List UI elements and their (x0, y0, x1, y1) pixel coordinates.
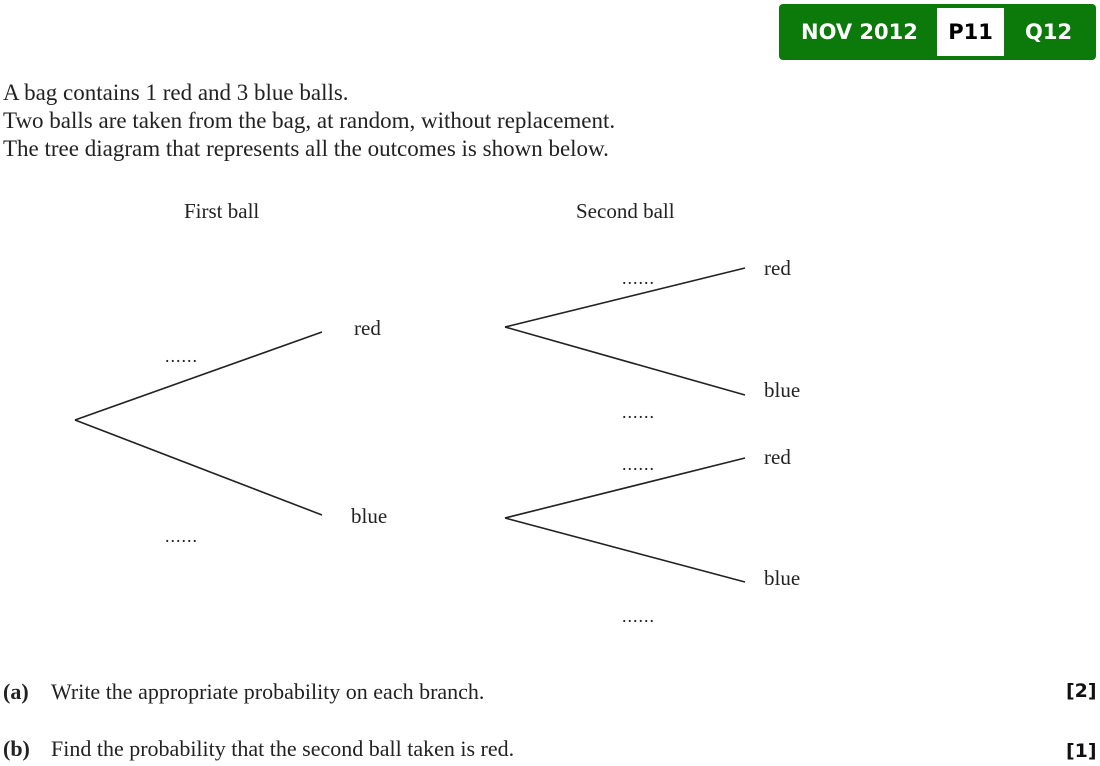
first-red-label: red (354, 316, 381, 340)
branch-red-blue (504, 326, 746, 396)
question-a-part: (a) (3, 679, 29, 704)
first-blue-label: blue (351, 504, 388, 528)
question-b-marks: [1] (1066, 740, 1097, 762)
second-red-blue-prob[interactable]: ...... (622, 402, 655, 422)
question-a-text: Write the appropriate probability on eac… (51, 679, 485, 704)
intro-line-3: The tree diagram that represents all the… (3, 136, 609, 161)
paper-label: P11 (937, 8, 1004, 56)
question-reference-badge: NOV 2012 P11 Q12 (779, 4, 1096, 60)
branch-first-blue (74, 419, 323, 516)
branch-first-red (74, 331, 323, 421)
question-a-marks: [2] (1066, 680, 1097, 702)
first-ball-header: First ball (184, 199, 260, 223)
question-b-part: (b) (3, 736, 30, 761)
second-blue-red-label: red (764, 445, 791, 469)
question-label: Q12 (1025, 20, 1073, 44)
branch-blue-blue (504, 517, 746, 583)
second-blue-blue-label: blue (764, 566, 801, 590)
question-b-text: Find the probability that the second bal… (51, 736, 515, 761)
intro-line-1: A bag contains 1 red and 3 blue balls. (3, 80, 349, 105)
second-red-red-prob[interactable]: ...... (622, 268, 655, 288)
branch-red-red (504, 267, 746, 328)
second-blue-red-prob[interactable]: ...... (622, 454, 655, 474)
second-red-blue-label: blue (764, 378, 801, 402)
first-red-prob[interactable]: ...... (165, 346, 198, 366)
intro-line-2: Two balls are taken from the bag, at ran… (3, 108, 616, 133)
session-label: NOV 2012 (801, 20, 918, 44)
branch-blue-red (504, 457, 746, 519)
second-red-red-label: red (764, 256, 791, 280)
second-blue-blue-prob[interactable]: ...... (622, 606, 655, 626)
second-ball-header: Second ball (576, 199, 675, 223)
first-blue-prob[interactable]: ...... (165, 526, 198, 546)
